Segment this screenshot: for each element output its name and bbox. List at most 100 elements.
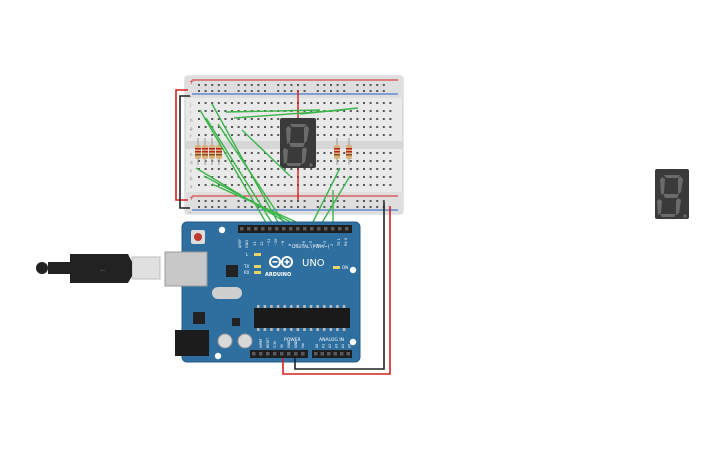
breadboard-hole[interactable] (349, 126, 352, 128)
breadboard-hole[interactable] (336, 134, 339, 136)
breadboard-hole[interactable] (198, 160, 200, 162)
breadboard-hole[interactable] (224, 110, 227, 112)
breadboard-hole[interactable] (211, 168, 214, 170)
breadboard-hole[interactable] (290, 184, 293, 186)
header-pin[interactable] (296, 227, 300, 231)
breadboard-hole[interactable] (303, 184, 306, 186)
breadboard-hole[interactable] (356, 102, 359, 104)
rail-hole[interactable] (376, 200, 379, 202)
breadboard-hole[interactable] (316, 168, 319, 170)
breadboard-hole[interactable] (250, 168, 253, 170)
header-pin[interactable] (287, 352, 291, 356)
rail-hole[interactable] (303, 90, 306, 92)
breadboard-hole[interactable] (250, 184, 253, 186)
breadboard-hole[interactable] (356, 118, 359, 120)
breadboard-hole[interactable] (330, 126, 332, 128)
header-pin[interactable] (280, 352, 284, 356)
breadboard-hole[interactable] (369, 118, 372, 120)
breadboard-hole[interactable] (376, 152, 379, 154)
usb-port[interactable] (164, 251, 208, 287)
rail-hole[interactable] (363, 90, 365, 92)
digital-header[interactable] (238, 225, 352, 233)
breadboard-hole[interactable] (264, 126, 266, 128)
breadboard-hole[interactable] (323, 134, 326, 136)
breadboard-hole[interactable] (270, 176, 273, 178)
rail-hole[interactable] (211, 84, 214, 86)
resistor[interactable] (209, 138, 215, 165)
rail-hole[interactable] (264, 90, 266, 92)
breadboard-hole[interactable] (250, 126, 253, 128)
breadboard-hole[interactable] (336, 160, 339, 162)
header-pin[interactable] (275, 227, 279, 231)
breadboard-hole[interactable] (316, 176, 319, 178)
rail-hole[interactable] (316, 206, 319, 208)
breadboard-hole[interactable] (277, 176, 280, 178)
breadboard-hole[interactable] (231, 176, 233, 178)
rail-hole[interactable] (217, 200, 220, 202)
breadboard-hole[interactable] (363, 110, 365, 112)
breadboard-hole[interactable] (382, 168, 385, 170)
header-pin[interactable] (324, 227, 328, 231)
breadboard-hole[interactable] (217, 168, 220, 170)
breadboard-hole[interactable] (224, 118, 227, 120)
breadboard-hole[interactable] (257, 168, 260, 170)
breadboard-hole[interactable] (270, 160, 273, 162)
rail-hole[interactable] (316, 90, 319, 92)
breadboard-hole[interactable] (323, 176, 326, 178)
rail-hole[interactable] (290, 90, 293, 92)
breadboard-hole[interactable] (356, 152, 359, 154)
breadboard-hole[interactable] (330, 134, 332, 136)
breadboard-hole[interactable] (376, 176, 379, 178)
breadboard-hole[interactable] (264, 168, 266, 170)
breadboard-hole[interactable] (330, 152, 332, 154)
breadboard-hole[interactable] (343, 126, 346, 128)
breadboard-hole[interactable] (349, 176, 352, 178)
breadboard-hole[interactable] (217, 102, 220, 104)
breadboard-hole[interactable] (231, 110, 233, 112)
rail-hole[interactable] (244, 90, 247, 92)
breadboard-hole[interactable] (204, 168, 207, 170)
rail-hole[interactable] (323, 206, 326, 208)
rail-hole[interactable] (297, 200, 299, 202)
breadboard-hole[interactable] (224, 176, 227, 178)
breadboard-hole[interactable] (356, 168, 359, 170)
rail-hole[interactable] (204, 206, 207, 208)
rail-hole[interactable] (224, 84, 227, 86)
rail-hole[interactable] (277, 84, 280, 86)
rail-hole[interactable] (283, 90, 286, 92)
breadboard-hole[interactable] (277, 152, 280, 154)
breadboard-hole[interactable] (369, 168, 372, 170)
breadboard-hole[interactable] (270, 102, 273, 104)
breadboard-hole[interactable] (382, 134, 385, 136)
rail-hole[interactable] (323, 84, 326, 86)
breadboard-hole[interactable] (244, 102, 247, 104)
breadboard-hole[interactable] (389, 176, 392, 178)
reset-button-cap[interactable] (194, 233, 202, 241)
header-pin[interactable] (259, 352, 263, 356)
breadboard-hole[interactable] (369, 134, 372, 136)
rail-hole[interactable] (336, 200, 339, 202)
breadboard-hole[interactable] (303, 102, 306, 104)
header-pin[interactable] (338, 227, 342, 231)
breadboard-hole[interactable] (250, 118, 253, 120)
rail-hole[interactable] (250, 84, 253, 86)
breadboard-hole[interactable] (323, 126, 326, 128)
rail-hole[interactable] (198, 200, 200, 202)
breadboard-hole[interactable] (356, 176, 359, 178)
rail-hole[interactable] (336, 84, 339, 86)
rail-hole[interactable] (330, 90, 332, 92)
breadboard-hole[interactable] (336, 118, 339, 120)
power-jack[interactable] (175, 330, 209, 356)
rail-hole[interactable] (290, 200, 293, 202)
breadboard-hole[interactable] (323, 118, 326, 120)
rail-hole[interactable] (250, 206, 253, 208)
rail-hole[interactable] (277, 200, 280, 202)
breadboard-hole[interactable] (316, 110, 319, 112)
rail-hole[interactable] (363, 84, 365, 86)
breadboard-hole[interactable] (264, 160, 266, 162)
breadboard-hole[interactable] (217, 176, 220, 178)
header-pin[interactable] (333, 352, 338, 356)
breadboard-hole[interactable] (277, 126, 280, 128)
breadboard-hole[interactable] (316, 152, 319, 154)
breadboard-hole[interactable] (290, 168, 293, 170)
